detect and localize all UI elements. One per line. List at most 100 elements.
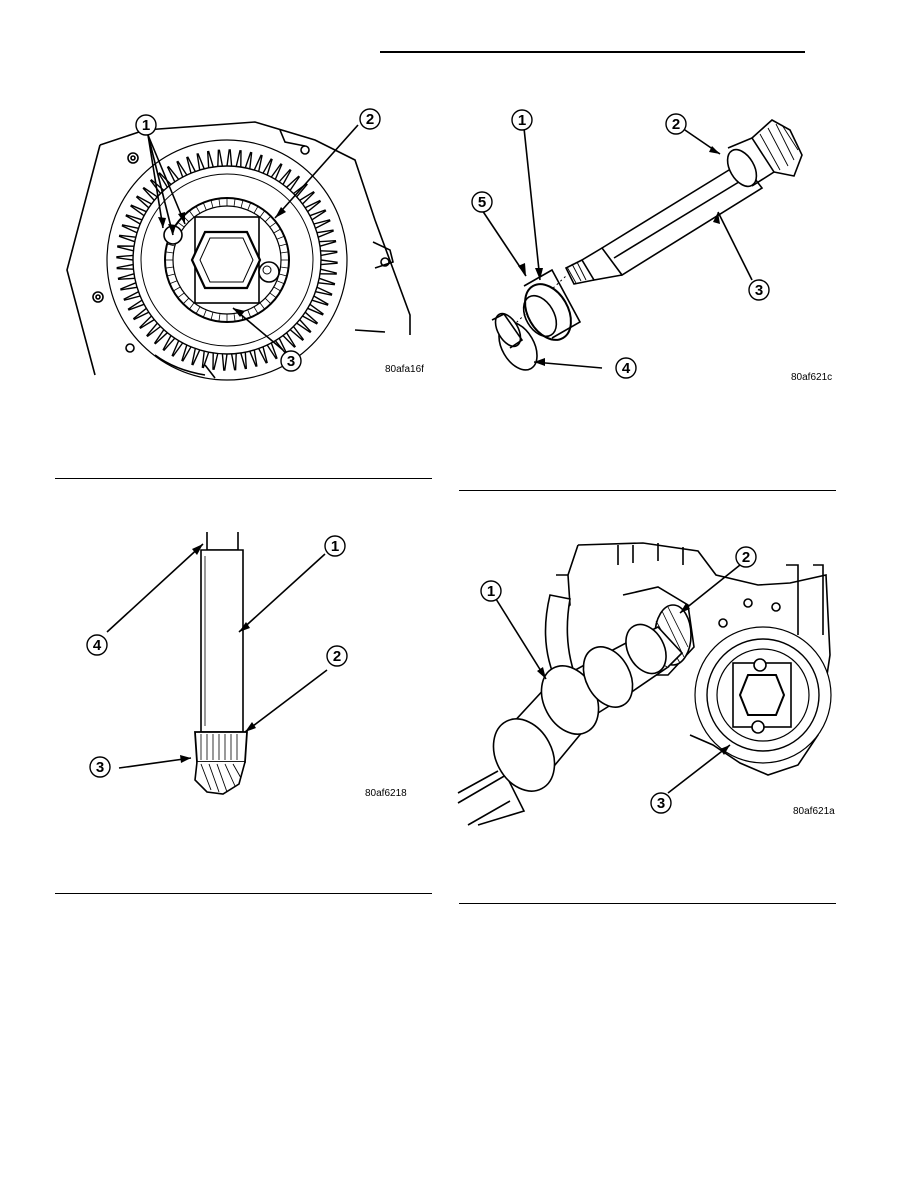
gear-tooth [127,299,145,311]
gear-tooth [304,199,322,213]
callout-3: 3 [650,792,672,814]
gear-tooth [282,332,297,348]
section-rule-right-1 [459,490,836,491]
gear-tooth [212,352,219,370]
hatch-line [276,280,285,285]
svg-text:2: 2 [333,648,341,665]
gear-tooth [120,282,138,291]
svg-text:2: 2 [672,116,680,133]
hatch-line [273,228,281,234]
gear-tooth [309,209,327,221]
hatch-line [188,302,195,310]
gear-tooth [166,165,180,183]
hatch-line [269,221,277,228]
callout-3: 3 [89,756,111,778]
hatch-line [218,198,221,207]
gear-tooth [153,329,168,345]
hatch-line [188,210,195,218]
callout-2: 2 [359,108,381,130]
svg-text:1: 1 [518,112,526,129]
gear-tooth [318,277,336,286]
svg-text:4: 4 [93,637,102,654]
gear-tooth [121,224,139,234]
hatch-line [177,292,185,299]
svg-text:3: 3 [755,282,763,299]
hatch-line [269,292,277,299]
callout-1: 1 [511,109,533,131]
gear-tooth [230,353,237,371]
gear-tooth [116,263,134,270]
hatch-line [276,235,285,240]
gear-tooth [262,158,273,176]
section-rule-left-1 [55,478,432,479]
gear-tooth [311,295,329,306]
hatch-line [165,251,174,254]
callout-5: 5 [471,191,493,213]
gear-tooth [176,160,188,178]
callout-4: 4 [615,357,637,379]
hatch-line [259,302,266,310]
hatch-line [279,273,288,277]
gear-tooth [313,219,331,229]
callout-1: 1 [480,580,502,602]
gear-tooth [191,348,201,366]
hatch-line [233,313,236,322]
gear-tooth [116,254,134,261]
gear-tooth [142,186,158,201]
gear-tooth [289,326,305,341]
figure-id: 80af6218 [365,788,407,799]
hatch-line [202,202,207,211]
hatch-line [253,206,259,214]
gear-tooth [201,351,210,369]
hatch-line [177,221,185,228]
hatch-line [233,198,236,207]
gear-tooth [132,307,150,321]
gear-tooth [240,352,248,370]
hatch-line [259,210,266,218]
callout-3: 3 [748,279,770,301]
gear-tooth [296,319,312,334]
gear-tooth [125,214,143,225]
gear-tooth [253,154,263,172]
gear-tooth [319,268,337,275]
gear-tooth [270,163,283,180]
gear-tooth [118,234,136,243]
gear-tooth [266,342,278,360]
gear-tooth [221,353,228,371]
svg-text:2: 2 [366,111,374,128]
header-rule [380,51,805,53]
hatch-line [218,313,221,322]
hatch-line [253,306,259,314]
gear-tooth [286,175,301,191]
section-rule-left-2 [55,893,432,894]
svg-text:3: 3 [287,353,295,370]
gear-tooth [258,346,268,364]
callout-1: 1 [324,535,346,557]
gear-tooth [206,150,214,168]
hatch-line [247,202,252,211]
gear-tooth [302,311,319,325]
hatch-line [264,215,272,223]
figure-id: 80af621c [791,372,832,383]
gear-tooth [293,182,308,198]
figure-tool-install: 1 2 3 80af621a [457,535,838,826]
gear-tooth [316,229,334,238]
hatch-line [240,199,244,208]
gear-tooth [320,250,338,257]
gear-tooth [244,151,253,169]
hatch-line [195,206,201,214]
callout-2: 2 [326,645,348,667]
figure-id: 80afa16f [385,364,424,375]
svg-text:5: 5 [478,194,486,211]
hatch-line [166,243,175,247]
gear-tooth [123,291,141,301]
hatch-line [173,286,181,292]
gear-tooth [315,286,333,296]
gear-tooth [226,149,233,167]
gear-tooth [181,344,192,362]
gear-tooth [307,303,324,316]
gear-tooth [162,335,176,352]
hatch-line [210,312,214,321]
hatch-line [264,297,272,305]
gear-tooth [249,349,258,367]
